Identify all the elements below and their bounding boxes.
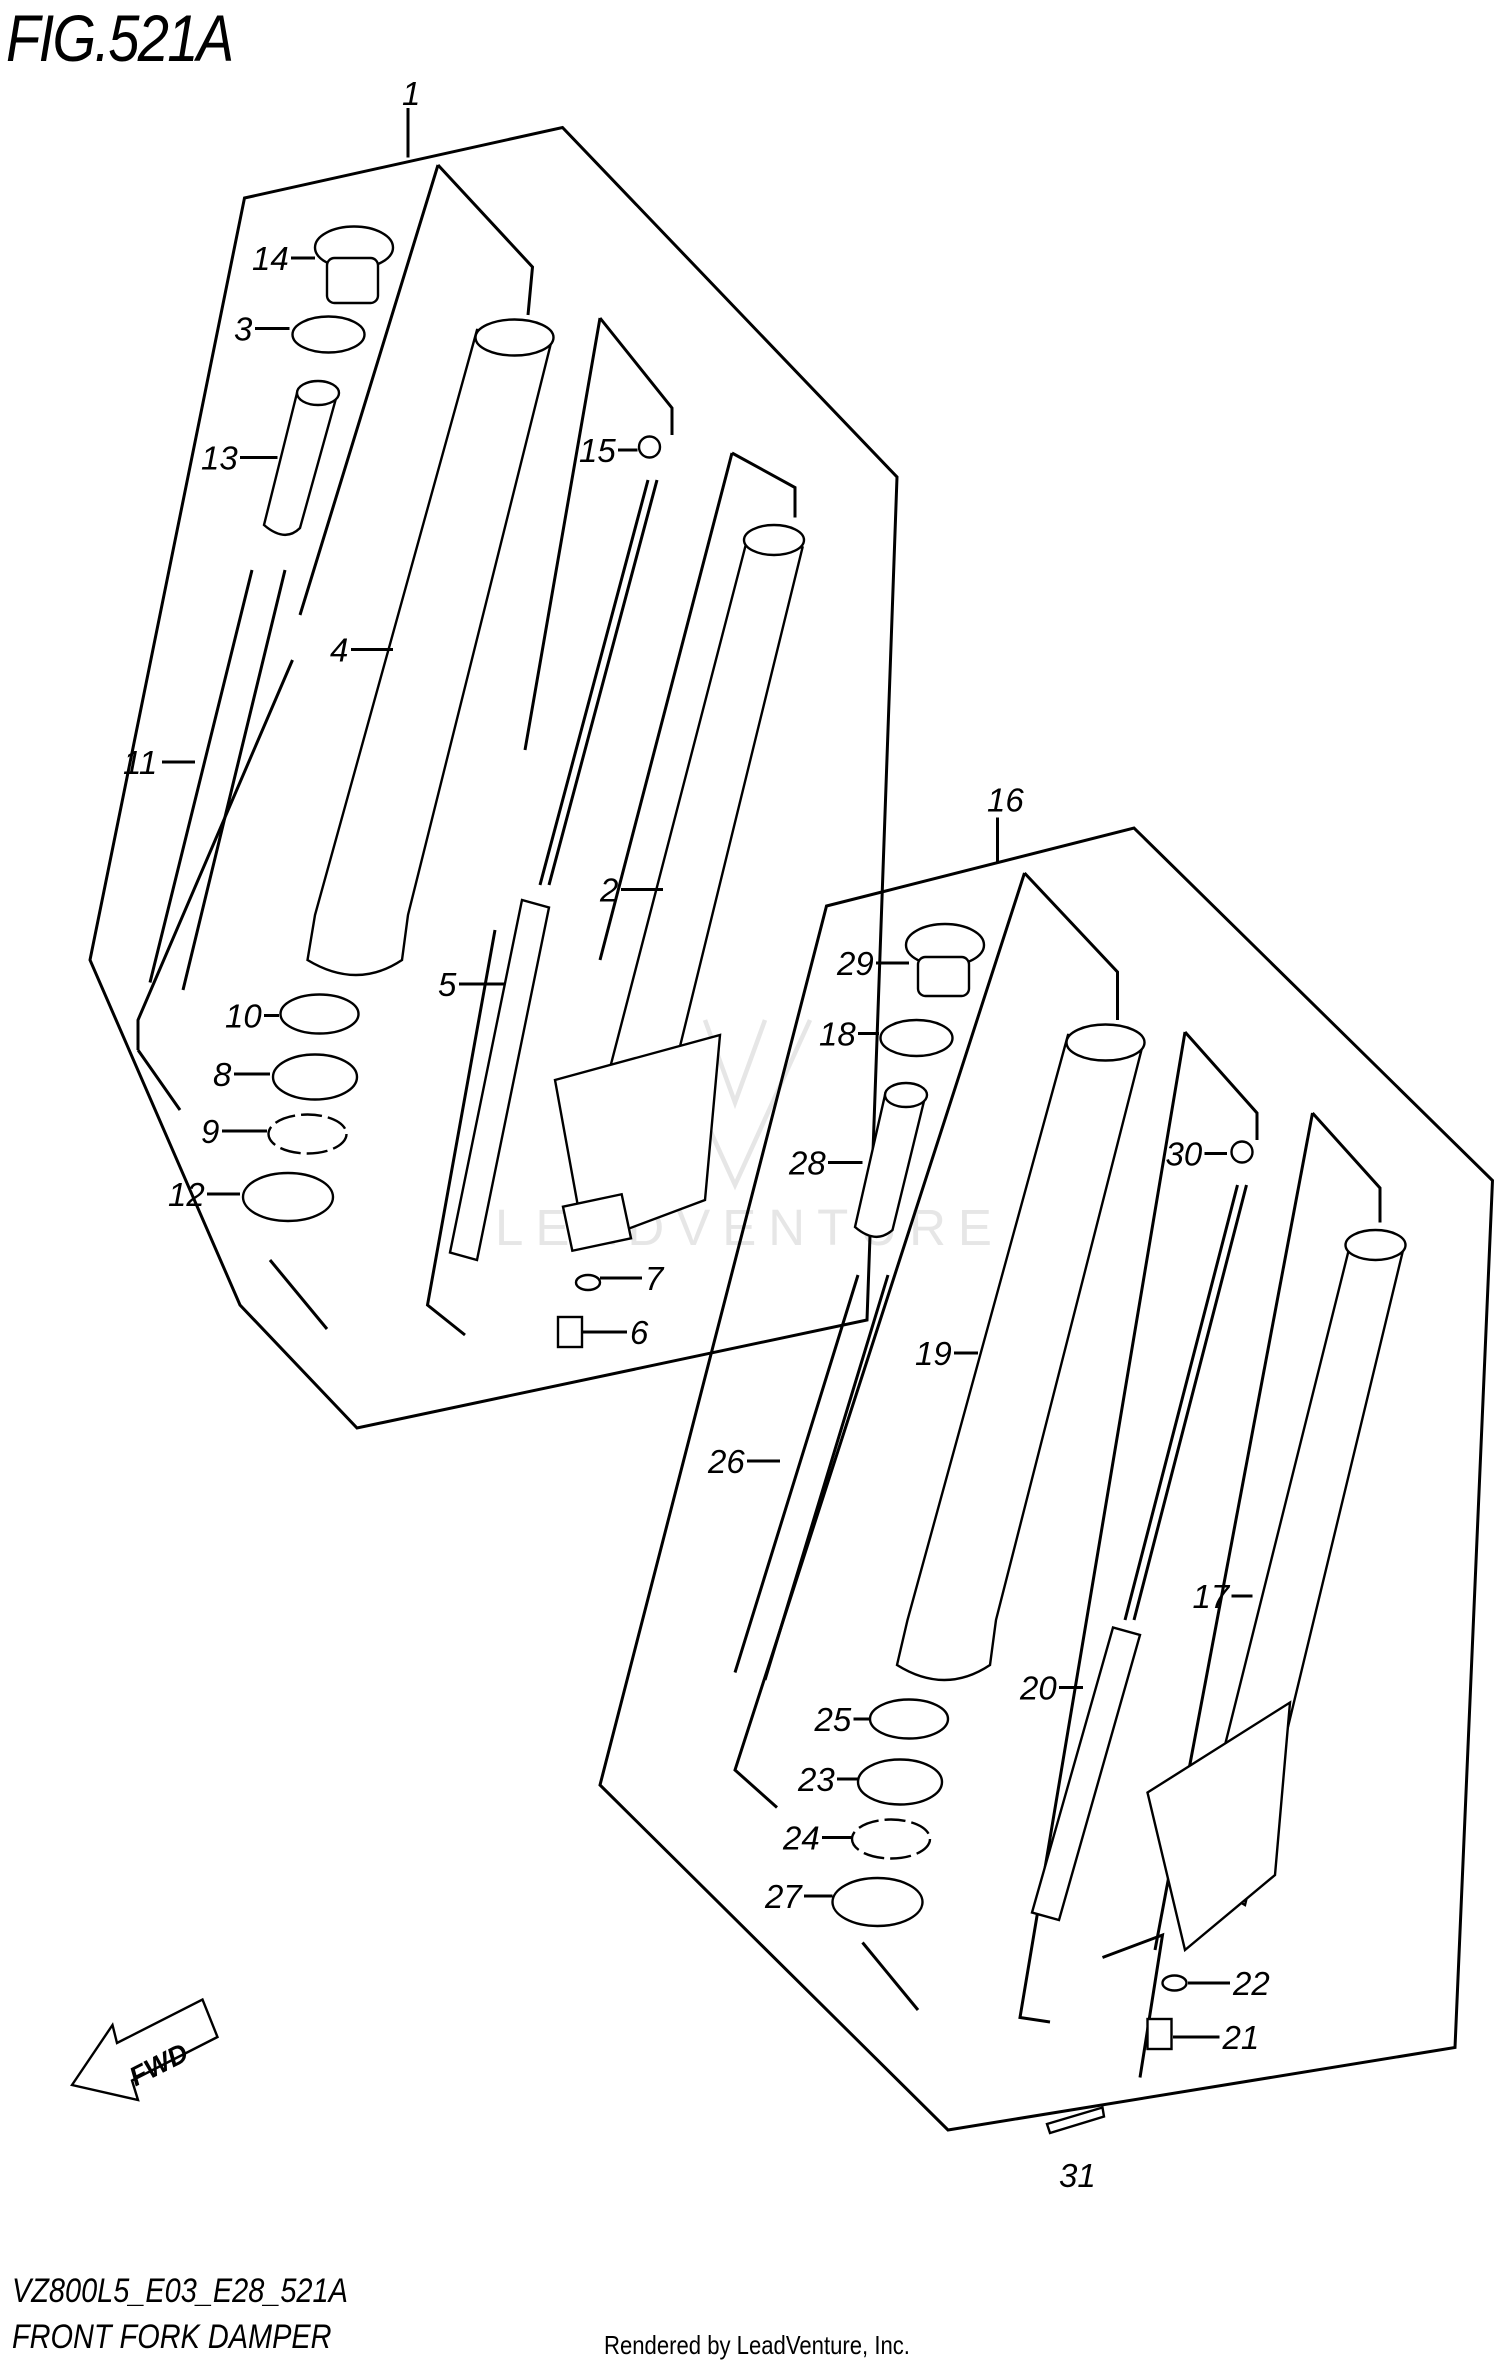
spacer-28 — [853, 1093, 928, 1238]
nut-15 — [637, 435, 662, 459]
callout-2: 2 — [599, 872, 618, 909]
callout-6: 6 — [630, 1314, 649, 1351]
callout-13: 13 — [201, 440, 238, 477]
fork-spring-26 — [733, 1274, 890, 1681]
figure-code: VZ800L5_E03_E28_521A — [12, 2272, 348, 2310]
figure-name: FRONT FORK DAMPER — [12, 2318, 332, 2356]
callout-8: 8 — [213, 1056, 232, 1093]
damper-rod-5 — [538, 479, 659, 886]
o-ring-18 — [879, 1018, 954, 1058]
callout-28: 28 — [788, 1145, 826, 1182]
assembly-frame-1 — [88, 108, 899, 1430]
spacer-13 — [262, 391, 340, 536]
callout-24: 24 — [782, 1820, 820, 1857]
bolt-21 — [1146, 2017, 1173, 2051]
washer-7 — [574, 1273, 602, 1292]
inner-tube-19 — [895, 1033, 1145, 1682]
callout-31: 31 — [1059, 2157, 1096, 2194]
callout-20: 20 — [1019, 1670, 1057, 1707]
callout-10: 10 — [225, 998, 262, 1035]
parts-set-1 — [148, 225, 806, 1349]
callout-18: 18 — [819, 1016, 856, 1053]
stopper-ring-24 — [850, 1818, 932, 1860]
fork-spring-11 — [148, 569, 287, 991]
o-ring-3 — [291, 315, 366, 354]
figure-title: FIG.521A — [6, 1, 234, 75]
callout-9: 9 — [201, 1113, 219, 1150]
callout-1: 1 — [402, 75, 420, 112]
callout-22: 22 — [1232, 1965, 1270, 2002]
stopper-ring-9 — [267, 1113, 348, 1155]
oil-seal-8 — [271, 1053, 359, 1101]
callout-27: 27 — [764, 1878, 803, 1915]
render-credit: Rendered by LeadVenture, Inc. — [604, 2330, 910, 2360]
bolt-31 — [1045, 2105, 1106, 2135]
callout-12: 12 — [168, 1176, 205, 1213]
callout-25: 25 — [814, 1701, 852, 1738]
assembly-frame-16 — [598, 817, 1495, 2132]
washer-22 — [1161, 1974, 1188, 1992]
callout-7: 7 — [645, 1260, 665, 1297]
nut-30 — [1230, 1140, 1254, 1164]
dust-seal-27 — [831, 1876, 924, 1928]
callout-29: 29 — [836, 945, 874, 982]
callout-14: 14 — [252, 240, 289, 277]
callout-30: 30 — [1166, 1136, 1203, 1173]
parts-set-2 — [733, 922, 1407, 2135]
callout-15: 15 — [579, 432, 616, 469]
callout-21: 21 — [1222, 2019, 1260, 2056]
damper-rod-20 — [1123, 1184, 1248, 1621]
oil-seal-23 — [856, 1758, 944, 1806]
callout-23: 23 — [797, 1761, 835, 1798]
callout-26: 26 — [707, 1443, 745, 1480]
callout-19: 19 — [915, 1335, 952, 1372]
dust-seal-12 — [241, 1171, 335, 1223]
fwd-arrow-icon: FWD — [70, 1997, 220, 2102]
ring-25 — [868, 1698, 950, 1740]
callout-5: 5 — [438, 966, 457, 1003]
callout-4: 4 — [330, 632, 348, 669]
inner-tube-4 — [306, 328, 554, 977]
bolt-6 — [556, 1315, 584, 1349]
callout-17: 17 — [1193, 1578, 1231, 1615]
callout-16: 16 — [987, 782, 1024, 819]
callout-3: 3 — [234, 311, 253, 348]
ring-10 — [279, 993, 360, 1035]
callout-11: 11 — [123, 744, 157, 781]
